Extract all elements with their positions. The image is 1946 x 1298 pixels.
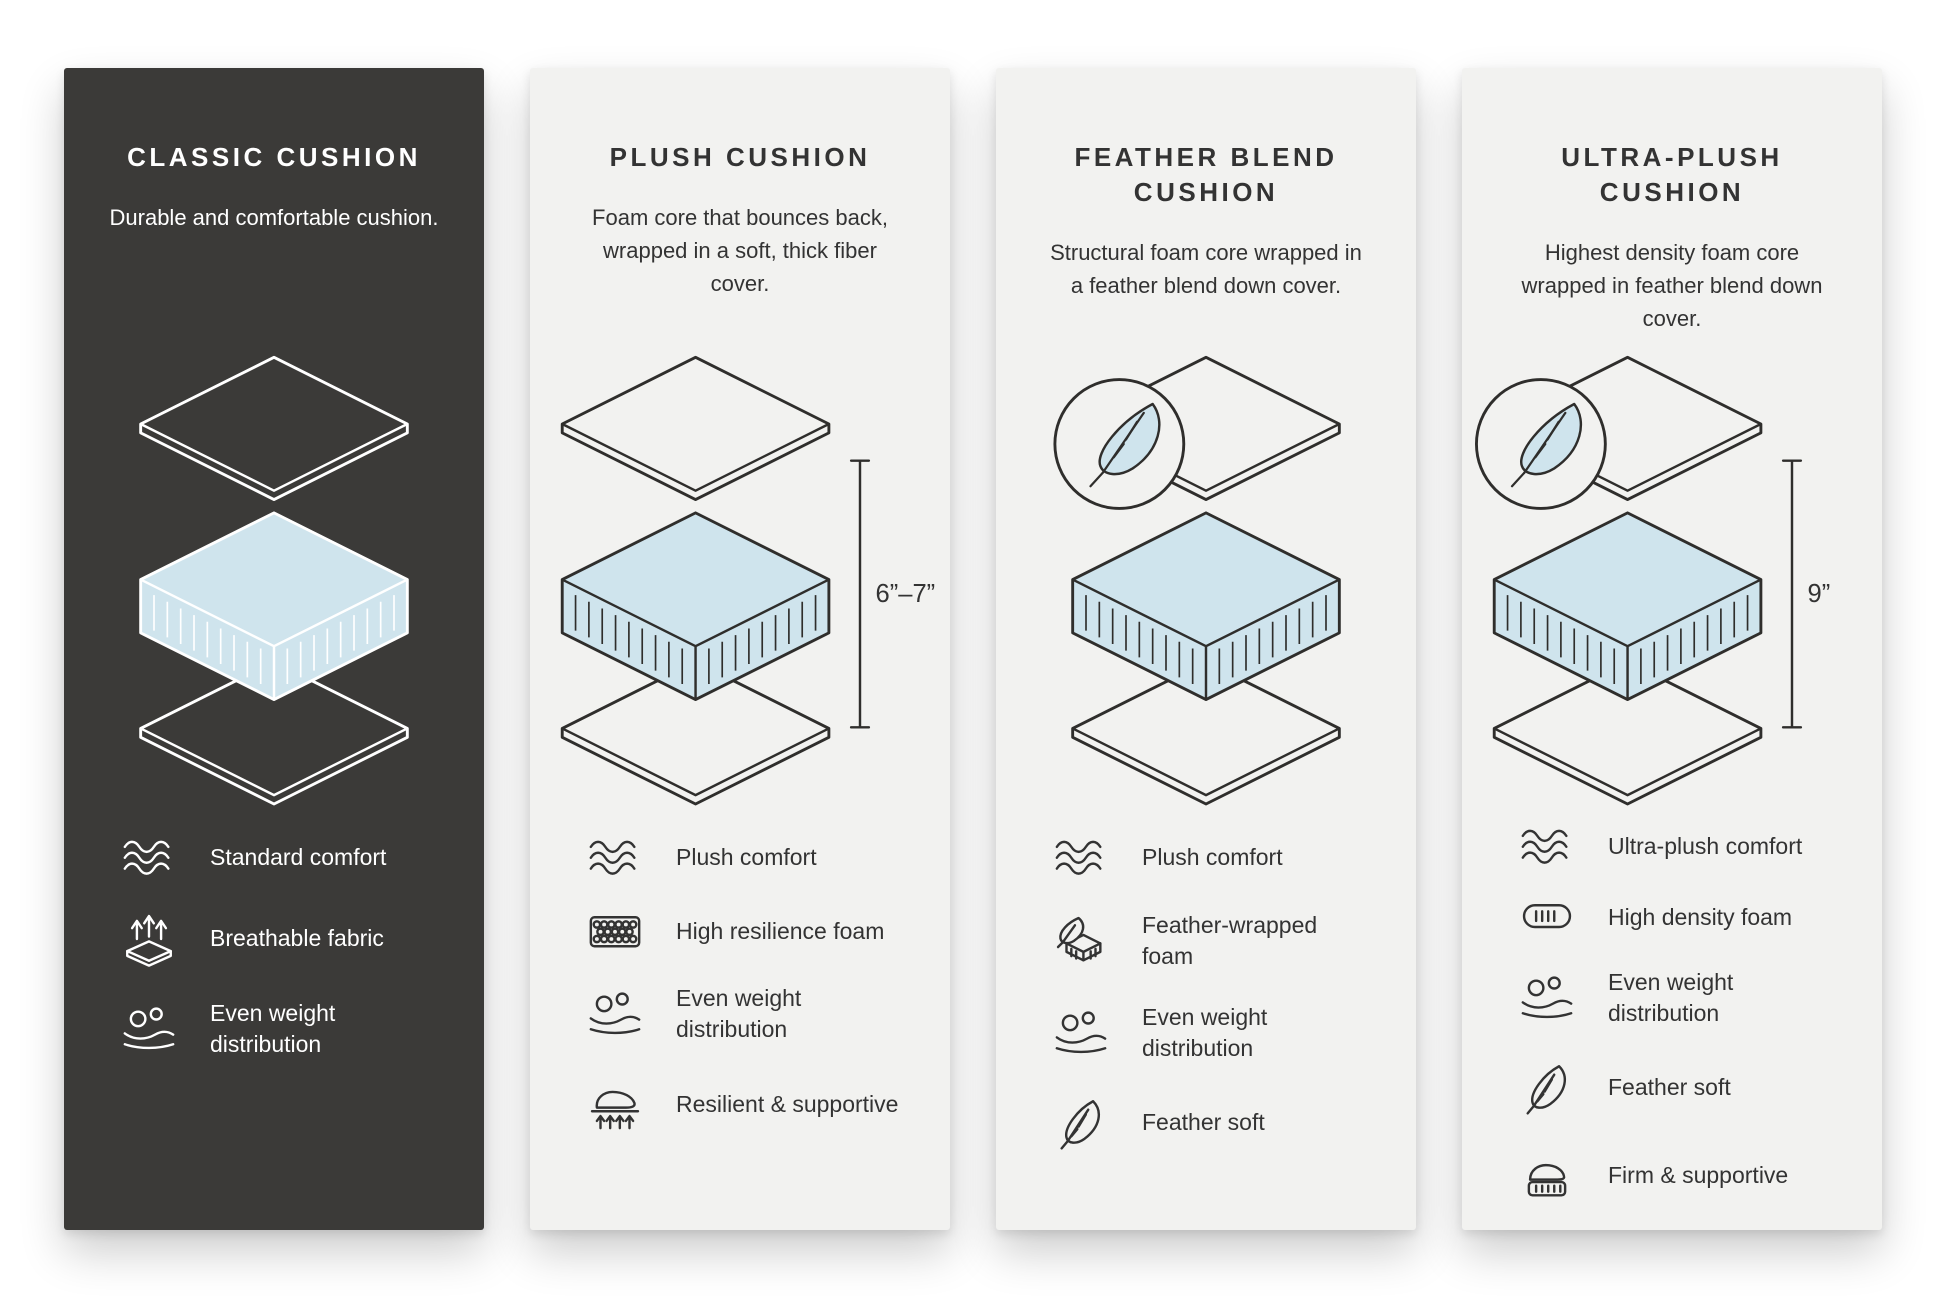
feather-badge [1053, 378, 1186, 510]
feature-row: Feather soft [1516, 1059, 1838, 1117]
feature-label: Even weight distribution [676, 985, 802, 1043]
card-title: ULTRA-PLUSH CUSHION [1561, 142, 1783, 208]
weight-distribution-icon [1516, 971, 1578, 1024]
feature-label: Ultra-plush comfort [1608, 832, 1803, 859]
breathable-fabric-icon [118, 910, 180, 968]
card-header: CLASSIC CUSHION Durable and comfortable … [108, 140, 440, 338]
feature-row: Plush comfort [584, 836, 906, 880]
feature-label: Even weight distribution [210, 999, 336, 1057]
cushion-layers-diagram [1053, 355, 1341, 806]
cushion-layers-illustration [1006, 344, 1406, 822]
feature-row: Feather-wrapped foam [1050, 910, 1372, 972]
card-title: FEATHER BLEND CUSHION [1074, 142, 1338, 208]
high-density-foam-icon [1516, 898, 1578, 937]
feature-label: Breathable fabric [210, 924, 384, 951]
measurement-label: 9” [1808, 580, 1831, 608]
feature-row: Ultra-plush comfort [1516, 825, 1838, 869]
feature-label: Even weight distribution [1608, 968, 1734, 1026]
feature-row: High density foam [1516, 898, 1838, 937]
feature-row: Plush comfort [1050, 836, 1372, 880]
card-header: PLUSH CUSHION Foam core that bounces bac… [574, 140, 906, 338]
weight-distribution-icon [118, 1002, 180, 1055]
feather-icon [1516, 1059, 1578, 1117]
height-bracket: 9” [1781, 459, 1831, 729]
feature-row: Even weight distribution [118, 998, 440, 1060]
feature-label: Firm & supportive [1608, 1162, 1789, 1189]
feature-row: Firm & supportive [1516, 1147, 1838, 1205]
feature-row: Even weight distribution [1050, 1002, 1372, 1064]
feature-label: Feather soft [1608, 1074, 1731, 1101]
firm-supportive-icon [1516, 1147, 1578, 1205]
feature-list: Plush comfort Feather-wrapped foam [1040, 836, 1372, 1152]
feature-row: Feather soft [1050, 1094, 1372, 1152]
waves-icon [1050, 836, 1112, 880]
feature-row: Even weight distribution [1516, 967, 1838, 1029]
feature-label: Feather soft [1142, 1109, 1265, 1136]
feature-label: Plush comfort [1142, 844, 1283, 871]
cushion-layers-diagram: 6”–7” [560, 355, 936, 806]
feather-wrapped-foam-icon [1050, 912, 1112, 970]
feature-label: High resilience foam [676, 917, 885, 944]
feature-list: Plush comfort High resilience foam [574, 836, 906, 1133]
waves-icon [1516, 825, 1578, 869]
feature-label: Feather-wrapped foam [1142, 911, 1318, 969]
cushion-layers-illustration [74, 344, 474, 822]
card-feather-blend-cushion: FEATHER BLEND CUSHION Structural foam co… [996, 68, 1416, 1230]
feature-list: Ultra-plush comfort High density foam [1506, 825, 1838, 1205]
card-plush-cushion: PLUSH CUSHION Foam core that bounces bac… [530, 68, 950, 1230]
card-header: ULTRA-PLUSH CUSHION Highest density foam… [1506, 140, 1838, 338]
feature-row: Standard comfort [118, 836, 440, 880]
feature-label: Even weight distribution [1142, 1003, 1268, 1061]
card-classic-cushion: CLASSIC CUSHION Durable and comfortable … [64, 68, 484, 1230]
feature-label: Plush comfort [676, 844, 817, 871]
feature-row: High resilience foam [584, 910, 906, 954]
card-ultra-plush-cushion: ULTRA-PLUSH CUSHION Highest density foam… [1462, 68, 1882, 1230]
cushion-layers-diagram [139, 355, 409, 806]
feature-label: Resilient & supportive [676, 1090, 899, 1117]
card-header: FEATHER BLEND CUSHION Structural foam co… [1040, 140, 1372, 338]
feature-row: Even weight distribution [584, 983, 906, 1045]
card-title: PLUSH CUSHION [609, 142, 871, 172]
cushion-layers-diagram: 9” [1475, 355, 1831, 806]
measurement-label: 6”–7” [876, 580, 936, 608]
card-description: Durable and comfortable cushion. [109, 205, 439, 231]
weight-distribution-icon [584, 987, 646, 1040]
resilient-supportive-icon [584, 1075, 646, 1133]
card-description: Highest density foam core wrapped in fea… [1521, 240, 1823, 332]
card-description: Foam core that bounces back, wrapped in … [592, 205, 888, 297]
feature-row: Breathable fabric [118, 910, 440, 968]
feature-row: Resilient & supportive [584, 1075, 906, 1133]
weight-distribution-icon [1050, 1006, 1112, 1059]
height-bracket: 6”–7” [849, 459, 936, 729]
card-title: CLASSIC CUSHION [127, 142, 421, 172]
waves-icon [118, 836, 180, 880]
cushion-layers-illustration: 6”–7” [540, 344, 940, 822]
feather-badge [1475, 378, 1607, 510]
feather-icon [1050, 1094, 1112, 1152]
waves-icon [584, 836, 646, 880]
card-description: Structural foam core wrapped in a feathe… [1050, 240, 1362, 299]
feature-list: Standard comfort Breathable fabric [108, 836, 440, 1060]
honeycomb-foam-icon [584, 910, 646, 954]
feature-label: Standard comfort [210, 844, 387, 871]
feature-label: High density foam [1608, 903, 1793, 930]
cushion-layers-illustration: 9” [1472, 344, 1872, 811]
